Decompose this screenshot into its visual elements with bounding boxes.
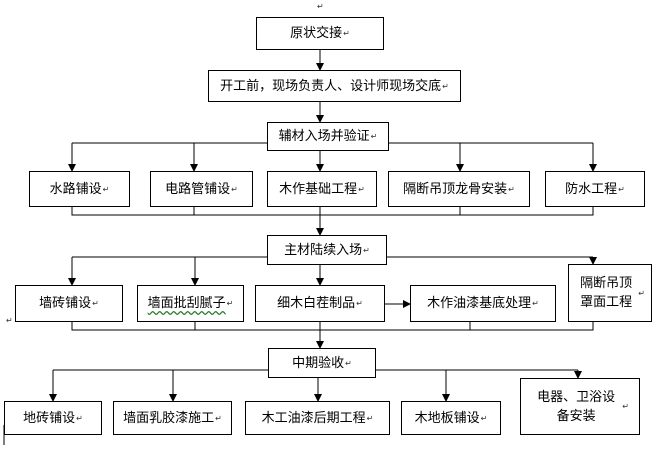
stage3-item-label: 电器、卫浴设备安装 xyxy=(537,389,616,424)
stage2-merge-bar xyxy=(71,322,594,331)
stage3-item-label: 木地板铺设 xyxy=(414,410,480,426)
stage2-item-label: 墙面批刮腻子 xyxy=(147,296,226,311)
start-handover-box: 原状交接↵ xyxy=(256,17,384,50)
stage2-item-box: 木作油漆基底处理↵ xyxy=(410,285,556,322)
stage1-item-label: 防水工程 xyxy=(565,181,618,197)
stage2-item-label: 木作油漆基底处理 xyxy=(427,296,532,311)
stage1-item-label: 木作基础工程 xyxy=(279,181,358,197)
paragraph-mark: ↵ xyxy=(6,316,13,325)
stage2-title: 主材陆续入场 xyxy=(284,242,363,258)
start-handover-label: 原状交接 xyxy=(290,26,343,41)
stage2-item-box: 隔断吊顶罩面工程↵ xyxy=(568,264,652,322)
stage2-item-box: 墙砖铺设↵ xyxy=(15,285,123,322)
stage3-item-box: 电器、卫浴设备安装↵ xyxy=(520,378,640,435)
stage3-item-box: 木地板铺设↵ xyxy=(401,401,501,435)
stage3-item-box: 地砖铺设↵ xyxy=(4,401,102,435)
stage1-item-label: 电路管铺设 xyxy=(165,181,231,197)
stage3-item-label: 木工油漆后期工程 xyxy=(261,410,366,426)
stage3-item-box: 木工油漆后期工程↵ xyxy=(245,401,390,435)
stage1-item-box: 木作基础工程↵ xyxy=(267,171,377,207)
stage1-item-box: 水路铺设↵ xyxy=(29,171,130,207)
stage2-item-box: 墙面批刮腻子↵ xyxy=(137,285,244,322)
stage1-item-box: 电路管铺设↵ xyxy=(150,171,253,207)
stage3-item-label: 地砖铺设 xyxy=(23,410,76,426)
stage1-merge-bar xyxy=(71,207,594,216)
paragraph-mark: ↵ xyxy=(317,2,324,11)
stage3-mid-inspection-box: 中期验收↵ xyxy=(268,348,376,378)
stage1-auxiliary-materials-box: 辅材入场并验证↵ xyxy=(267,122,389,151)
stage2-item-label: 墙砖铺设 xyxy=(39,296,92,311)
stage2-item-box: 细木白茬制品↵ xyxy=(255,285,385,322)
stage1-title: 辅材入场并验证 xyxy=(278,129,370,144)
stage1-item-label: 隔断吊顶龙骨安装 xyxy=(403,181,508,197)
stage2-item-label: 隔断吊顶罩面工程 xyxy=(580,276,633,310)
pre-construction-briefing-label: 开工前，现场负责人、设计师现场交底 xyxy=(220,78,442,94)
stage3-item-box: 墙面乳胶漆施工↵ xyxy=(113,401,232,435)
stage2-item-label: 细木白茬制品 xyxy=(277,296,356,311)
stage1-item-box: 防水工程↵ xyxy=(545,171,645,207)
stage1-item-label: 水路铺设 xyxy=(49,181,102,197)
pre-construction-briefing-box: 开工前，现场负责人、设计师现场交底↵ xyxy=(208,70,461,102)
stage2-main-materials-box: 主材陆续入场↵ xyxy=(267,235,387,265)
stage3-title: 中期验收 xyxy=(292,355,345,371)
stage1-item-box: 隔断吊顶龙骨安装↵ xyxy=(388,171,530,207)
stage3-item-label: 墙面乳胶漆施工 xyxy=(123,410,215,426)
